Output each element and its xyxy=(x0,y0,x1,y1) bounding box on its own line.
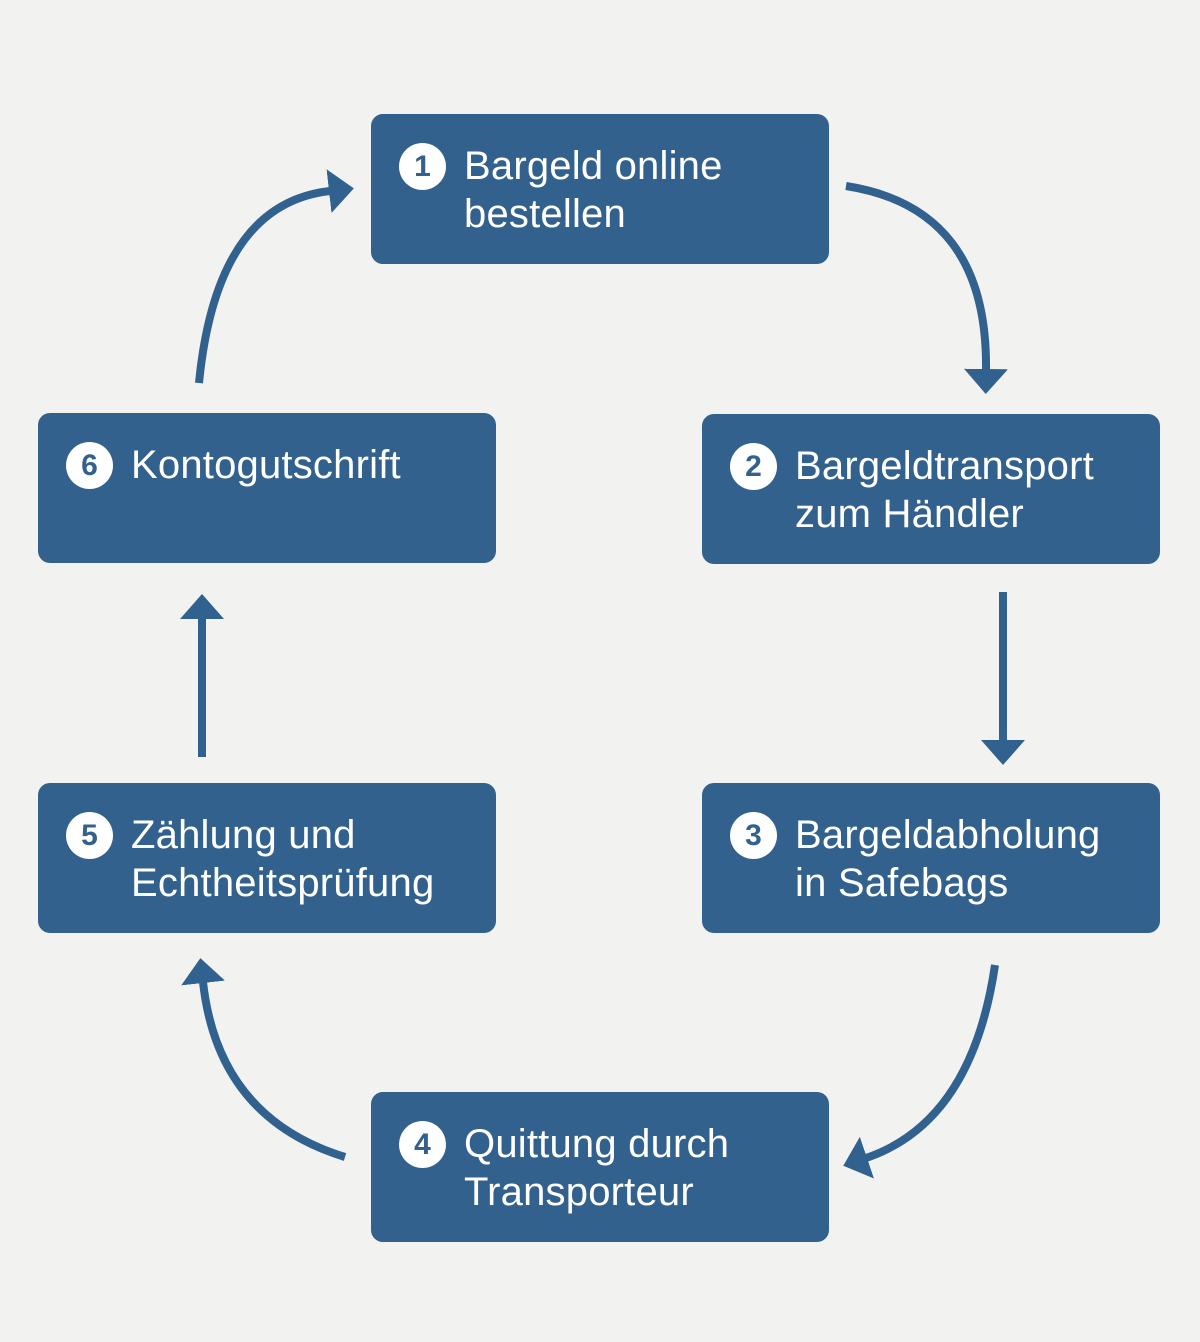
step-number-badge: 6 xyxy=(66,442,113,489)
step-label-line1: Kontogutschrift xyxy=(131,443,401,487)
arrow-step6-to-step1 xyxy=(195,169,354,384)
step-box-5: 5 Zählung und Echtheitsprüfung xyxy=(38,783,496,933)
step-label-line1: Quittung durch xyxy=(464,1122,730,1166)
step-number-badge: 3 xyxy=(730,812,777,859)
arrow-step1-to-step2 xyxy=(845,182,1009,394)
step-label: Quittung durch Transporteur xyxy=(464,1120,729,1216)
step-number-badge: 5 xyxy=(66,812,113,859)
step-label-line2: in Safebags xyxy=(795,861,1009,905)
step-number-badge: 2 xyxy=(730,443,777,490)
step-label-line1: Zählung und xyxy=(131,813,356,857)
step-box-1: 1 Bargeld online bestellen xyxy=(371,114,829,264)
step-box-4: 4 Quittung durch Transporteur xyxy=(371,1092,829,1242)
step-label-line2: Transporteur xyxy=(464,1170,694,1214)
step-label-line1: Bargeld online xyxy=(464,144,723,188)
step-label-line1: Bargeldabholung xyxy=(795,813,1101,857)
arrow-step3-to-step4 xyxy=(843,964,999,1179)
step-label: Kontogutschrift xyxy=(131,441,401,489)
arrow-step4-to-step5 xyxy=(181,958,347,1161)
step-box-2: 2 Bargeldtransport zum Händler xyxy=(702,414,1160,564)
step-number-badge: 4 xyxy=(399,1121,446,1168)
step-box-6: 6 Kontogutschrift xyxy=(38,413,496,563)
step-label-line2: bestellen xyxy=(464,192,626,236)
step-label-line2: Echtheitsprüfung xyxy=(131,861,435,905)
step-label: Bargeldtransport zum Händler xyxy=(795,442,1094,538)
step-box-3: 3 Bargeldabholung in Safebags xyxy=(702,783,1160,933)
step-label-line2: zum Händler xyxy=(795,492,1024,536)
step-label-line1: Bargeldtransport xyxy=(795,444,1094,488)
step-label: Bargeld online bestellen xyxy=(464,142,723,238)
step-label: Zählung und Echtheitsprüfung xyxy=(131,811,434,907)
step-number-badge: 1 xyxy=(399,143,446,190)
step-label: Bargeldabholung in Safebags xyxy=(795,811,1100,907)
